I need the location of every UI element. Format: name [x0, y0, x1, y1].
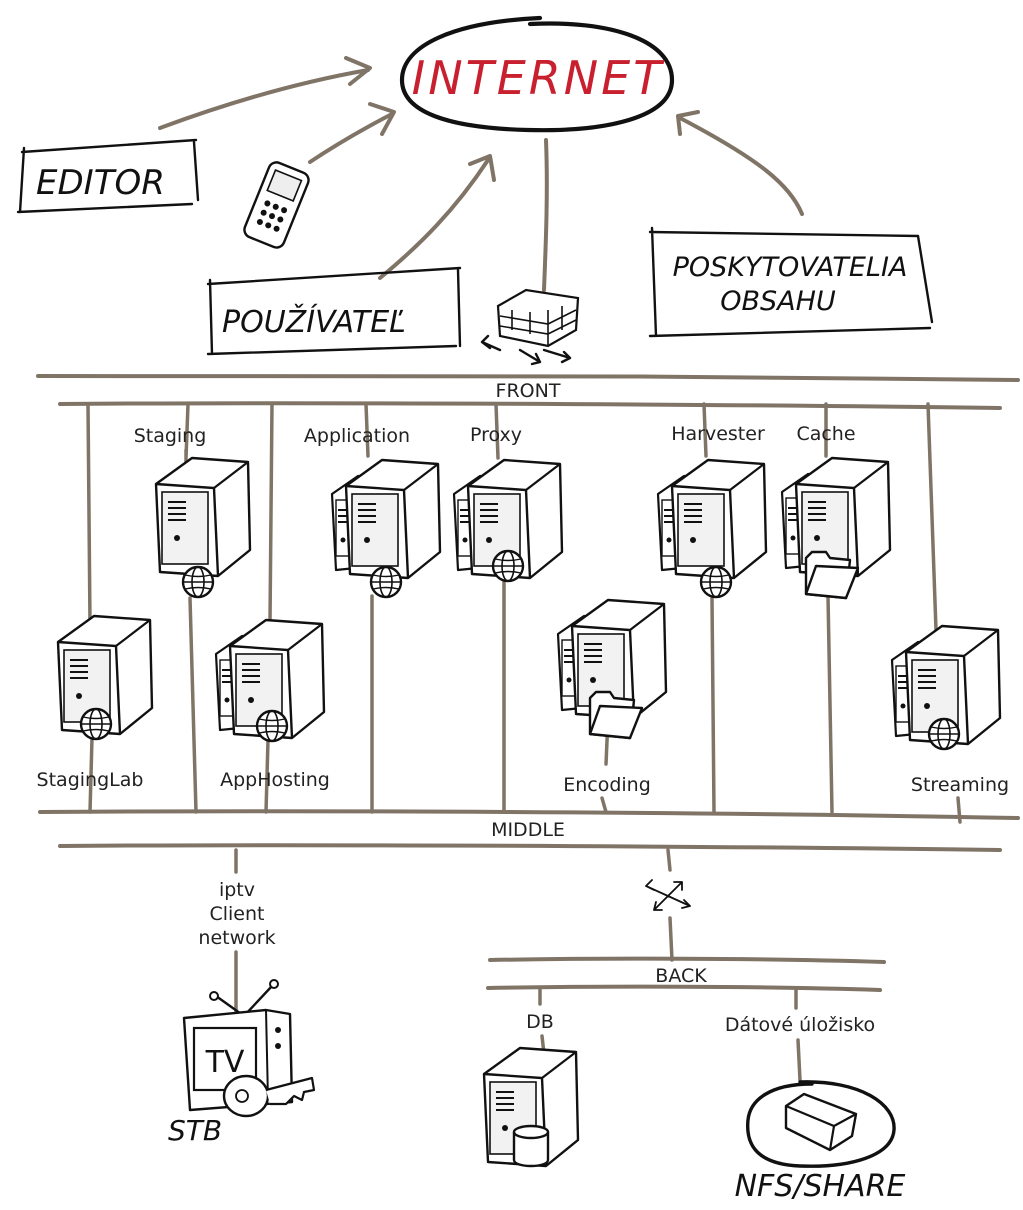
back-link — [645, 848, 691, 962]
label-staging: Staging — [134, 425, 207, 447]
back-bus: BACK — [486, 956, 886, 992]
editor-box: EDITOR — [16, 138, 200, 214]
server-apphosting — [216, 620, 324, 743]
firewall-icon — [480, 288, 580, 366]
label-encoding: Encoding — [563, 774, 651, 796]
front-label: FRONT — [496, 380, 561, 402]
user-arrow — [378, 158, 490, 280]
editor-arrowhead — [344, 56, 372, 86]
providers-label-2: OBSAHU — [720, 286, 836, 317]
internet-links — [158, 56, 804, 292]
user-box: POUŽÍVATEĽ — [206, 266, 462, 356]
label-proxy: Proxy — [470, 424, 522, 446]
label-streaming: Streaming — [911, 774, 1009, 796]
providers-label-1: POSKYTOVATELIA — [673, 252, 908, 283]
server-labels: Staging Application Proxy Harvester Cach… — [37, 423, 1010, 796]
back-label: BACK — [655, 965, 707, 987]
phone-arrow — [308, 112, 394, 164]
label-staginglab: StagingLab — [37, 769, 144, 791]
server-encoding — [558, 600, 666, 740]
providers-box: POSKYTOVATELIA OBSAHU — [648, 226, 934, 338]
db-label: DB — [526, 1011, 554, 1033]
front-bus: FRONT — [36, 373, 1020, 410]
key-icon — [222, 1074, 316, 1118]
iptv-label-1: iptv — [219, 879, 255, 901]
user-label: POUŽÍVATEĽ — [222, 304, 406, 340]
nfs-label: NFS/SHARE — [735, 1169, 906, 1204]
firewall-uplink — [542, 138, 549, 292]
phone-arrowhead — [368, 102, 396, 136]
label-application: Application — [304, 425, 410, 447]
disk-icon — [784, 1092, 858, 1152]
providers-arrow — [678, 116, 804, 216]
router-icon — [645, 879, 691, 911]
user-arrowhead — [468, 154, 496, 182]
server-application — [332, 460, 440, 599]
iptv-link: iptv Client network — [198, 848, 276, 1018]
tv-label: TV — [205, 1045, 245, 1080]
providers-arrowhead — [676, 110, 700, 136]
server-links — [86, 402, 962, 824]
label-cache: Cache — [796, 423, 855, 445]
server-staginglab — [56, 614, 154, 741]
storage-label: Dátové úložisko — [725, 1014, 875, 1036]
editor-arrow — [158, 68, 370, 130]
label-apphosting: AppHosting — [220, 769, 330, 791]
server-staging — [154, 456, 252, 599]
database-icon — [512, 1124, 550, 1168]
server-proxy — [454, 460, 562, 583]
server-cache — [782, 458, 890, 600]
label-harvester: Harvester — [671, 423, 765, 445]
storage-node: Dátové úložisko NFS/SHARE — [725, 986, 906, 1204]
server-streaming — [892, 626, 1000, 751]
db-node: DB — [482, 986, 580, 1168]
internet-cloud: INTERNET — [399, 15, 675, 133]
middle-label: MIDDLE — [491, 819, 565, 841]
iptv-label-2: Client — [209, 903, 264, 925]
stb-label: STB — [168, 1114, 222, 1147]
internet-label: INTERNET — [412, 51, 666, 105]
middle-bus: MIDDLE — [38, 809, 1020, 852]
iptv-label-3: network — [198, 927, 275, 949]
editor-label: EDITOR — [36, 163, 165, 203]
server-harvester — [658, 460, 766, 599]
phone-icon — [243, 161, 310, 249]
